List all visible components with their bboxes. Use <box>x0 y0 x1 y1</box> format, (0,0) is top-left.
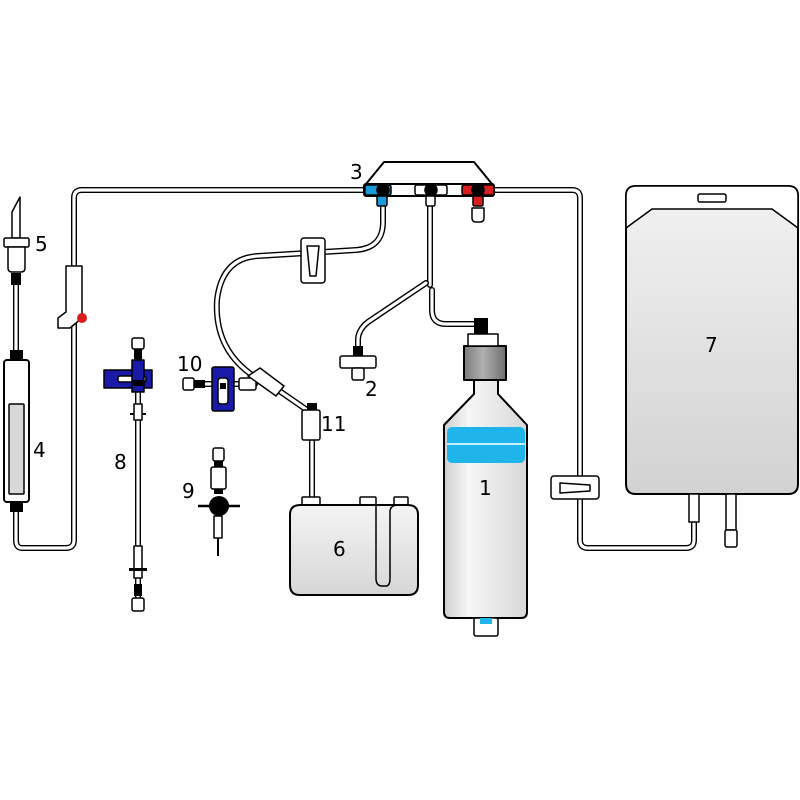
drip-chamber-top-cap <box>10 350 23 360</box>
callout-bag: 7 <box>705 333 718 357</box>
filter <box>339 346 377 381</box>
bag-hanger <box>697 193 727 203</box>
callout-stopcock: 10 <box>177 352 202 376</box>
stopcock-red <box>461 183 495 223</box>
reservoir-divider <box>375 504 399 587</box>
callout-connector: 11 <box>321 412 346 436</box>
callout-valve-connector: 9 <box>182 479 195 503</box>
bottle-fluid-band <box>447 427 525 463</box>
spike-flange <box>3 237 30 248</box>
y-junction <box>247 367 285 397</box>
manifold <box>363 161 495 223</box>
tubing <box>13 187 697 603</box>
stopcock-assembly <box>182 366 285 412</box>
extension-line <box>103 337 153 612</box>
tube-to-bottle <box>429 287 478 327</box>
reservoir-body <box>289 504 419 596</box>
callout-spike: 5 <box>35 232 48 256</box>
spike-tip <box>11 196 21 239</box>
slide-clamp-upper <box>300 237 326 284</box>
callout-extension-line: 8 <box>114 450 127 474</box>
drip-chamber-window <box>8 403 25 495</box>
slide-clamp-lower <box>550 475 600 500</box>
manifold-body <box>365 161 493 185</box>
callout-manifold: 3 <box>350 160 363 184</box>
valve-handle <box>209 496 229 516</box>
callout-reservoir: 6 <box>333 537 346 561</box>
callouts: 1 2 3 4 5 6 7 8 9 10 11 <box>33 160 718 561</box>
drip-chamber-bottom-cap <box>10 502 23 512</box>
spike-body <box>7 246 26 273</box>
bag <box>625 185 799 548</box>
spike-connector <box>11 273 21 285</box>
bag-inner-seal <box>625 185 799 230</box>
drip-chamber <box>3 350 30 512</box>
stopcock-blue <box>364 183 392 207</box>
valve-connector <box>198 447 240 556</box>
spike <box>3 196 30 285</box>
connector <box>301 403 321 441</box>
roller-clamp <box>57 265 87 329</box>
stopcock-white <box>414 183 448 207</box>
callout-drip-chamber: 4 <box>33 438 46 462</box>
callout-filter: 2 <box>365 377 378 401</box>
bottle <box>443 318 528 637</box>
reservoir <box>289 496 419 596</box>
tube-to-filter <box>355 280 429 358</box>
callout-bottle: 1 <box>479 476 492 500</box>
